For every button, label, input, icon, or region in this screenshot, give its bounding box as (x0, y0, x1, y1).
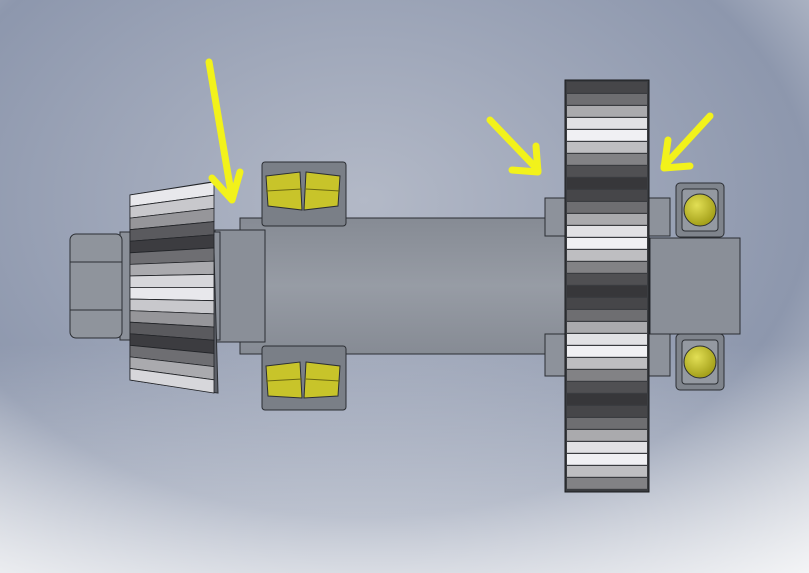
spur-gear (564, 79, 650, 493)
spur-gear-tooth (567, 202, 647, 213)
bevel-pinion-gear (129, 181, 219, 394)
spur-gear-tooth (567, 466, 647, 477)
spur-gear-tooth (567, 346, 647, 357)
spur-gear-tooth (567, 370, 647, 381)
ball-bearing-top (675, 182, 725, 238)
spur-gear-tooth (567, 226, 647, 237)
spur-gear-tooth (567, 442, 647, 453)
spur-gear-tooth (567, 190, 647, 201)
spur-gear-tooth (567, 238, 647, 249)
ball-bearing-bottom (675, 333, 725, 391)
spur-gear-tooth (567, 430, 647, 441)
shaft-end-nut (69, 233, 123, 339)
spur-gear-tooth (567, 394, 647, 405)
spur-gear-tooth (567, 358, 647, 369)
spur-gear-tooth (567, 382, 647, 393)
arrow-left-gap (205, 58, 244, 204)
spur-gear-tooth (567, 250, 647, 261)
arrow-gear-left (486, 116, 542, 176)
spur-gear-tooth (567, 106, 647, 117)
spur-gear-tooth (567, 418, 647, 429)
spur-gear-tooth (567, 262, 647, 273)
spur-gear-tooth (567, 310, 647, 321)
spur-gear-tooth (567, 94, 647, 105)
spur-gear-tooth (567, 334, 647, 345)
spur-gear-tooth (567, 322, 647, 333)
bevel-gear-tooth (129, 273, 215, 288)
spur-gear-tooth (567, 454, 647, 465)
spur-gear-tooth (567, 130, 647, 141)
bevel-gear-tooth (129, 287, 215, 302)
arrow-gear-right (660, 112, 714, 172)
spur-gear-tooth (567, 154, 647, 165)
spur-gear-tooth (567, 166, 647, 177)
spur-gear-tooth (567, 214, 647, 225)
spur-gear-tooth (567, 274, 647, 285)
spur-gear-tooth (567, 178, 647, 189)
spur-gear-tooth (567, 286, 647, 297)
tapered-roller-bearing-top (261, 161, 347, 227)
spur-gear-tooth (567, 118, 647, 129)
spur-gear-tooth (567, 142, 647, 153)
spur-gear-tooth (567, 406, 647, 417)
spur-gear-tooth (567, 298, 647, 309)
spur-gear-tooth (567, 478, 647, 489)
bevel-gear-tooth (129, 367, 215, 394)
tapered-roller-bearing-bottom (261, 345, 347, 411)
spur-gear-tooth (567, 82, 647, 93)
